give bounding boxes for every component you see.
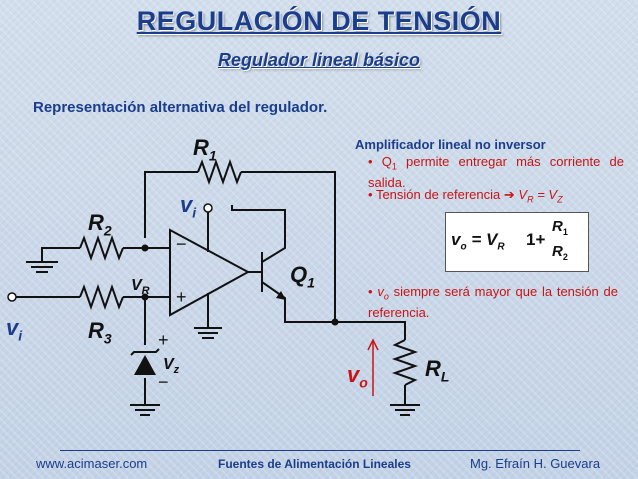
formula-box [445,212,589,272]
wire-feedback-right [241,171,336,322]
ground-opamp [194,327,222,339]
footer-author: Mg. Efraín H. Guevara [470,456,601,471]
opamp-minus: − [176,234,187,254]
formula-one-plus: 1+ [526,230,546,249]
footer-course: Fuentes de Alimentación Lineales [218,457,411,471]
zener-diode [134,355,156,375]
wire-r2-ground [41,247,80,262]
opamp-plus: + [176,287,187,307]
label-r1: R1 [193,135,217,164]
note-bullet-1: • Q1 permite entregar más corriente de s… [368,154,624,190]
zener-minus: − [158,372,169,392]
note-bullet-3: • vo siempre será mayor que la tensión d… [368,284,618,320]
resistor-r3 [79,283,124,311]
terminal-vi-supply [203,203,213,213]
label-vi-input: vi [6,315,23,344]
resistor-r2 [79,234,124,262]
zener-bar [130,348,160,356]
formula-lhs: vo = VR [451,230,505,253]
footer-divider [60,450,580,451]
ground-rl [390,404,420,416]
page-title: REGULACIÓN DE TENSIÓN [136,6,502,36]
transistor-emitter [261,281,335,323]
ground-r2 [26,261,58,273]
label-vo: vo [347,362,368,391]
formula-denominator: R2 [552,243,568,262]
notes-title: Amplificador lineal no inversor [355,137,546,152]
resistor-rl [391,339,419,386]
label-vi-supply: vi [180,192,197,221]
formula-numerator: R1 [552,218,568,237]
label-vr: VR [131,277,150,298]
note-bullet-2: • Tensión de referencia ➔ VR = VZ [368,187,563,205]
label-rl: RL [425,356,450,385]
page-subtitle: Regulador lineal básico [217,50,421,70]
ground-zener [130,404,160,416]
section-title: Representación alternativa del regulador… [33,99,328,116]
resistor-r1 [197,158,242,186]
wire-feedback-top [144,171,198,238]
label-vz: Vz [163,356,180,377]
zener-plus: + [158,330,169,350]
transistor-emitter-arrow [276,291,286,300]
label-q1: Q1 [290,262,315,291]
transistor-collector [231,205,286,263]
label-r3: R3 [88,318,112,347]
circuit-nodes [141,244,339,326]
footer-website: www.acimaser.com [36,456,148,471]
terminal-vi-input [7,292,17,302]
label-r2: R2 [88,210,112,239]
wire-output [335,321,406,340]
